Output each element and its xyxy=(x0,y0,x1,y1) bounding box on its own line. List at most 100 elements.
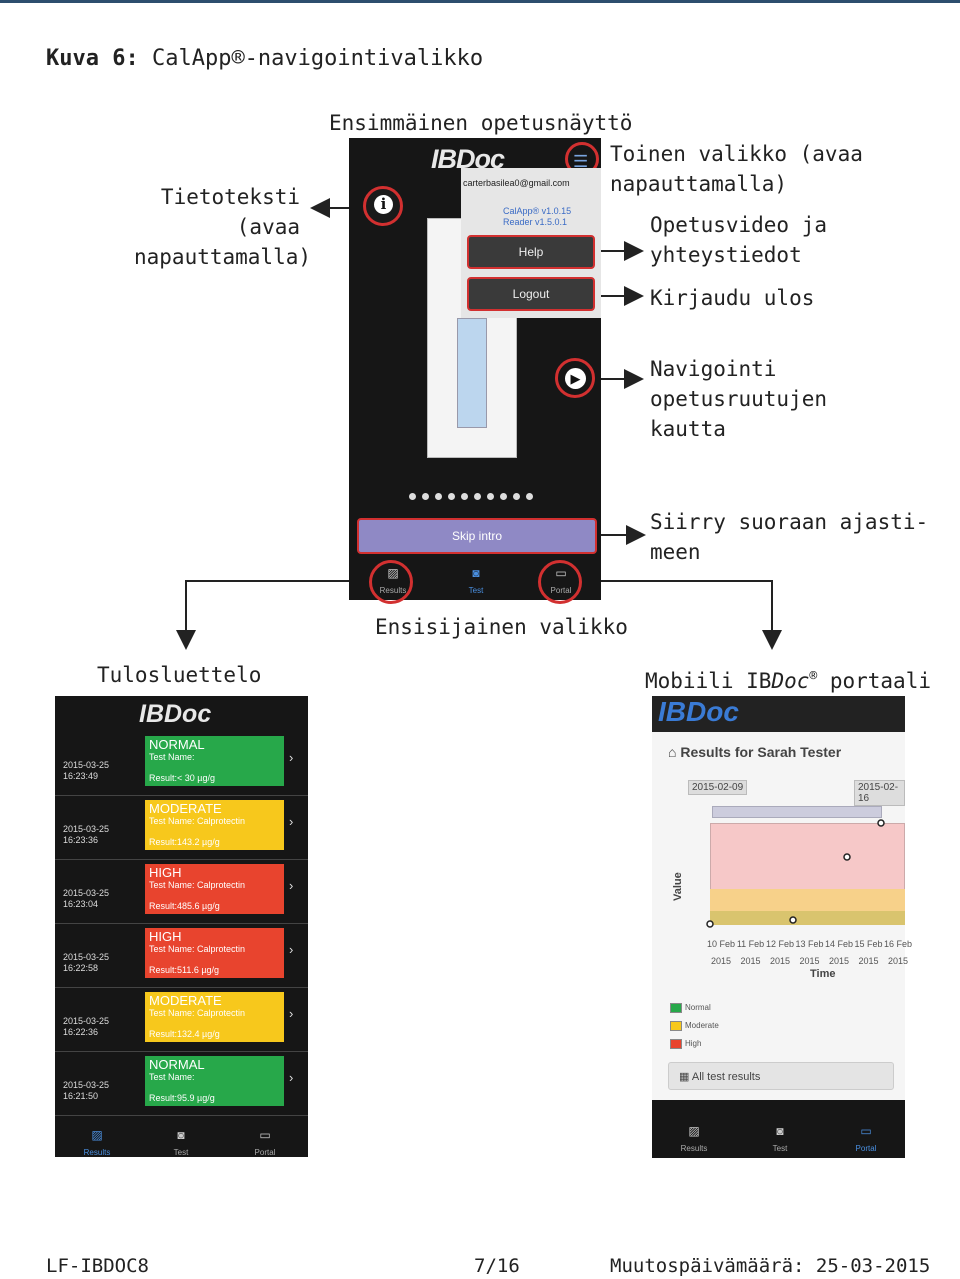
logout-button[interactable]: Logout xyxy=(467,277,595,311)
tab-test[interactable]: ◙Test xyxy=(750,1124,810,1153)
tab-test[interactable]: ◙Test xyxy=(446,566,506,595)
play-icon: ▶ xyxy=(565,368,586,389)
x-tick-label: 15 Feb 2015 xyxy=(854,939,883,966)
result-datetime: 2015-03-25 16:22:58 xyxy=(63,952,110,973)
x-tick-label: 12 Feb 2015 xyxy=(765,939,795,966)
result-test-name: Test Name: Calprotectin xyxy=(149,944,246,954)
portal-tabbar xyxy=(652,1100,905,1158)
label-info-text: Tietoteksti (avaa napauttamalla) xyxy=(134,185,312,269)
chart-points xyxy=(706,819,885,928)
revision-date: Muutospäivämäärä: 25-03-2015 xyxy=(610,1255,931,1277)
result-datetime: 2015-03-25 16:23:49 xyxy=(63,760,110,781)
monitor-icon: ▭ xyxy=(860,1124,872,1138)
arrow-results xyxy=(176,580,349,650)
all-results-button[interactable]: ▦ All test results xyxy=(668,1062,894,1090)
label-skip-direct: Siirry suoraan ajasti- meen xyxy=(650,510,929,564)
chart-icon: ▨ xyxy=(91,1128,103,1142)
version-info: CalApp® v1.0.15 Reader v1.5.0.1 xyxy=(503,206,572,227)
label-result-list: Tulosluettelo xyxy=(97,663,262,687)
result-datetime: 2015-03-25 16:23:36 xyxy=(63,824,110,845)
ibdoc-logo: IBDoc xyxy=(658,696,739,727)
result-datetime: 2015-03-25 16:23:04 xyxy=(63,888,110,909)
portal-title: ⌂ Results for Sarah Tester xyxy=(668,744,842,760)
result-status: HIGH xyxy=(149,865,182,880)
chevron-right-icon: › xyxy=(289,1070,294,1085)
data-point xyxy=(706,920,714,928)
next-slide-button[interactable]: ▶ xyxy=(555,358,595,398)
table-icon: ▦ xyxy=(679,1071,690,1083)
legend-swatch xyxy=(670,1003,682,1013)
chevron-right-icon: › xyxy=(289,942,294,957)
result-datetime: 2015-03-25 16:22:36 xyxy=(63,1016,110,1037)
portal-highlight xyxy=(538,560,582,604)
label-logout: Kirjaudu ulos xyxy=(650,286,815,310)
label-primary-menu: Ensisijainen valikko xyxy=(375,615,628,639)
result-value: Result:< 30 µg/g xyxy=(149,773,215,783)
result-status: NORMAL xyxy=(149,1057,205,1072)
camera-icon: ◙ xyxy=(776,1124,784,1138)
skip-intro-button[interactable]: Skip intro xyxy=(357,518,597,554)
x-tick-label: 11 Feb 2015 xyxy=(736,939,765,966)
date-from[interactable]: 2015-02-09 xyxy=(688,780,748,795)
portal-header xyxy=(652,696,905,732)
page-dots xyxy=(409,493,549,501)
chevron-right-icon: › xyxy=(289,1006,294,1021)
result-status: MODERATE xyxy=(149,993,222,1008)
phone-screenshot: IBDoc ☰ carterbasilea0@gmail.com CalApp®… xyxy=(349,138,601,604)
result-test-name: Test Name: Calprotectin xyxy=(149,1008,246,1018)
result-value: Result:132.4 µg/g xyxy=(149,1029,220,1039)
tab-results[interactable]: ▨Results xyxy=(67,1128,127,1157)
ibdoc-logo: IBDoc xyxy=(139,700,212,728)
tab-portal[interactable]: ▭Portal xyxy=(235,1128,295,1157)
account-email: carterbasilea0@gmail.com xyxy=(463,178,570,188)
date-to[interactable]: 2015-02-16 xyxy=(854,780,905,806)
data-point xyxy=(789,916,797,924)
camera-icon: ◙ xyxy=(472,566,480,580)
chevron-right-icon: › xyxy=(289,814,294,829)
result-value: Result:485.6 µg/g xyxy=(149,901,220,911)
page-number: 7/16 xyxy=(474,1255,520,1277)
results-highlight xyxy=(369,560,413,604)
info-icon: i xyxy=(374,195,393,214)
label-second-menu: Toinen valikko (avaa napauttamalla) xyxy=(610,142,863,196)
data-point xyxy=(877,819,885,827)
chevron-right-icon: › xyxy=(289,750,294,765)
result-status: HIGH xyxy=(149,929,182,944)
moderate-band xyxy=(710,889,905,911)
result-test-name: Test Name: Calprotectin xyxy=(149,880,246,890)
legend-item: High xyxy=(670,1039,701,1049)
result-status: NORMAL xyxy=(149,737,205,752)
info-button[interactable]: i xyxy=(363,186,403,226)
label-mobile-portal: Mobiili IBDoc® portaali xyxy=(645,669,931,693)
x-tick-label: 10 Feb 2015 xyxy=(706,939,736,966)
tab-portal[interactable]: ▭Portal xyxy=(836,1124,896,1153)
arrow-portal xyxy=(601,580,782,650)
top-rule xyxy=(0,0,960,3)
label-navigation: Navigointi opetusruutujen kautta xyxy=(650,357,828,441)
result-test-name: Test Name: xyxy=(149,1072,195,1082)
figure-title: Kuva 6: CalApp®-navigointivalikko xyxy=(46,46,484,71)
date-range-slider[interactable] xyxy=(712,806,882,818)
y-axis-label: Value xyxy=(672,872,684,901)
x-tick-label: 16 Feb 2015 xyxy=(883,939,913,966)
monitor-icon: ▭ xyxy=(259,1128,271,1142)
legend-item: Moderate xyxy=(670,1021,719,1031)
data-point xyxy=(843,853,851,861)
tab-test[interactable]: ◙Test xyxy=(151,1128,211,1157)
label-first-screen: Ensimmäinen opetusnäyttö xyxy=(329,111,633,135)
help-button[interactable]: Help xyxy=(467,235,595,269)
tab-results[interactable]: ▨Results xyxy=(664,1124,724,1153)
